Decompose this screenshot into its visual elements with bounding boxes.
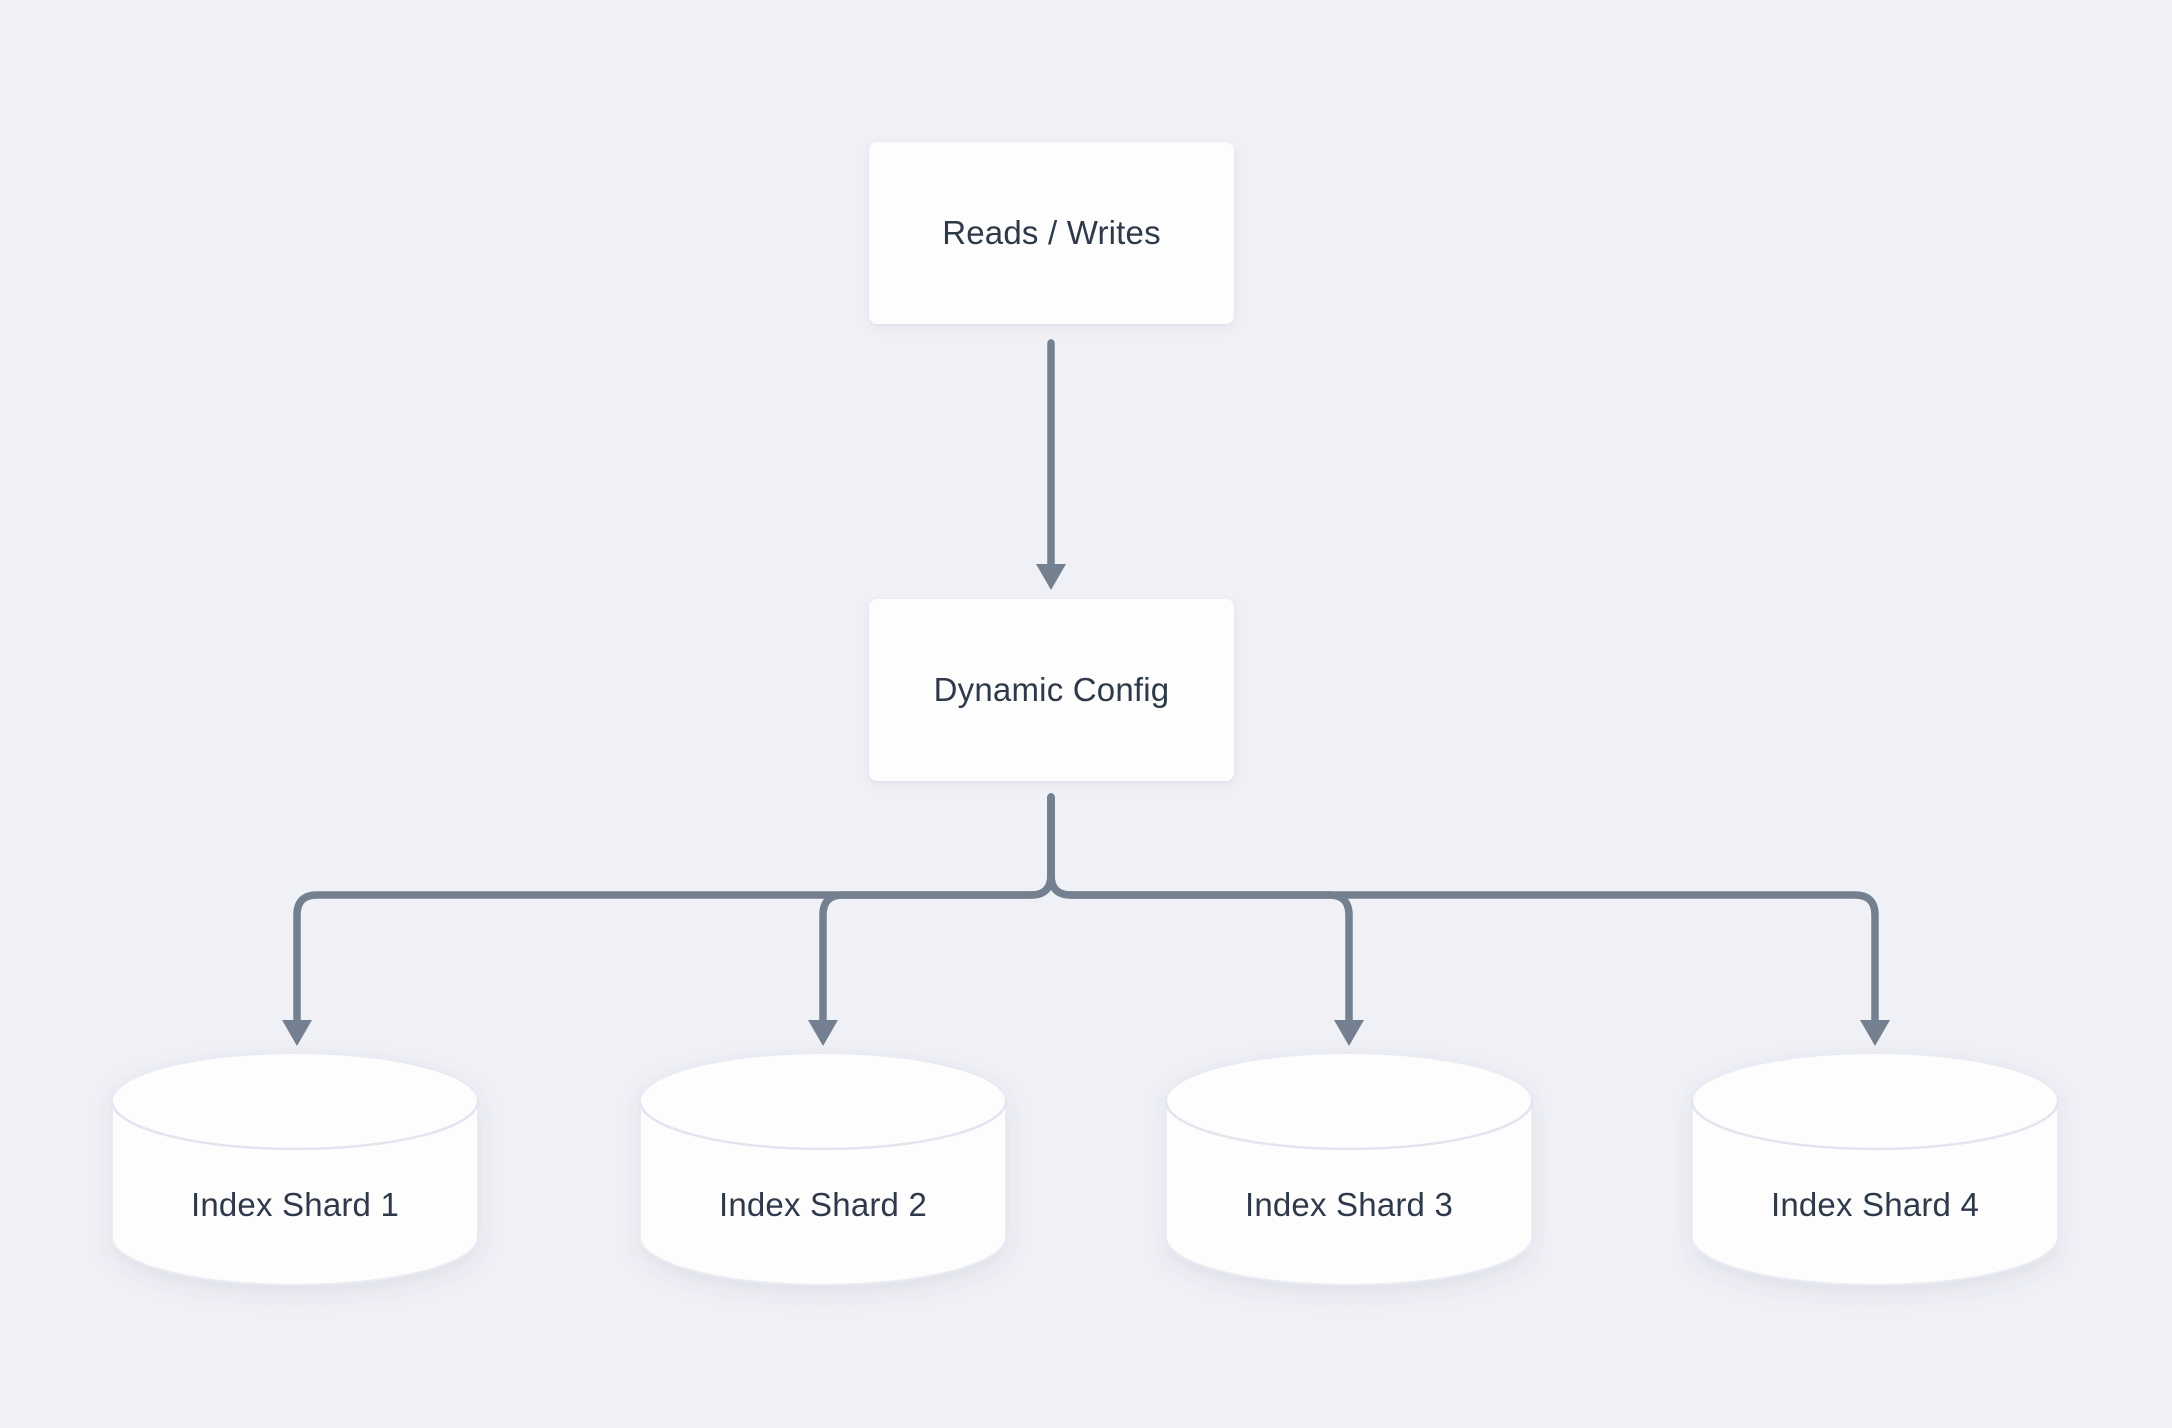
edge-line [293, 793, 1055, 1026]
node-index-shard-2-shape [638, 1052, 1008, 1286]
node-index-shard-2-label-wrap: Index Shard 2 [640, 1186, 1006, 1224]
node-index-shard-1-label-wrap: Index Shard 1 [112, 1186, 478, 1224]
edge-line [819, 793, 1055, 1026]
node-dynamic-config: Dynamic Config [869, 599, 1234, 781]
arrowhead [1334, 1020, 1364, 1046]
arrowhead [808, 1020, 838, 1046]
arrowhead [1036, 564, 1066, 590]
edge-reads-writes-to-dynamic-config [1036, 339, 1066, 590]
edge-dynamic-config-to-index-shard-1 [282, 793, 1055, 1046]
arrowhead [282, 1020, 312, 1046]
node-index-shard-1-label: Index Shard 1 [190, 1186, 400, 1223]
node-index-shard-4-label: Index Shard 4 [1770, 1186, 1980, 1223]
node-index-shard-1-shape [110, 1052, 480, 1286]
node-index-shard-3-label: Index Shard 3 [1244, 1186, 1454, 1223]
node-reads-writes-label: Reads / Writes [942, 214, 1161, 251]
edge-dynamic-config-to-index-shard-4 [1047, 793, 1890, 1046]
node-index-shard-4-label-wrap: Index Shard 4 [1692, 1186, 2058, 1224]
arrowhead [1860, 1020, 1890, 1046]
edge-dynamic-config-to-index-shard-3 [1047, 793, 1364, 1046]
edge-line [1047, 793, 1353, 1026]
edge-dynamic-config-to-index-shard-2 [808, 793, 1055, 1046]
node-index-shard-2-label: Index Shard 2 [718, 1186, 928, 1223]
node-index-shard-4-shape [1690, 1052, 2060, 1286]
edge-line [1047, 793, 1879, 1026]
node-index-shard-3-label-wrap: Index Shard 3 [1166, 1186, 1532, 1224]
node-dynamic-config-label: Dynamic Config [933, 671, 1170, 708]
node-index-shard-3-shape [1164, 1052, 1534, 1286]
node-reads-writes: Reads / Writes [869, 142, 1234, 324]
